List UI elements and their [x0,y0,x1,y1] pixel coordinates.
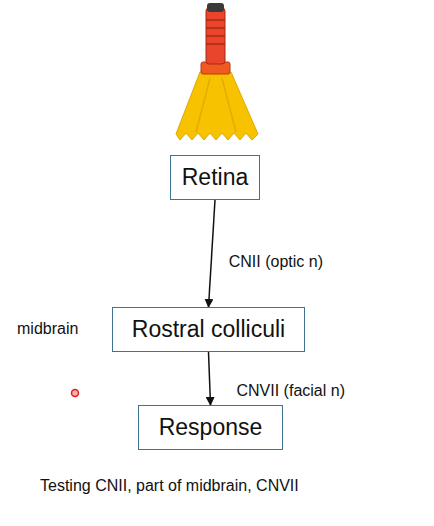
node-text: Response [159,414,263,441]
arrow-connector [209,352,211,405]
bristle-line [196,78,210,132]
bristle-line [222,78,236,132]
handle-band [206,43,225,45]
process-box: Rostral colliculi [112,307,305,352]
nerve-label: CNVII (facial n) [237,382,345,400]
process-box: Retina [170,155,260,200]
broom-handle [206,8,225,64]
arrow-connector [209,200,216,307]
pointer-dot [72,390,79,397]
process-box: Response [138,405,283,450]
nerve-label: CNII (optic n) [229,253,323,271]
broom-cap [207,3,224,12]
figure-caption: Testing CNII, part of midbrain, CNVII [40,477,299,495]
handle-band [206,27,225,29]
broom-illustration [176,3,258,140]
node-text: Rostral colliculi [132,316,285,343]
handle-band [206,35,225,37]
region-label: midbrain [17,320,78,338]
node-text: Retina [182,164,248,191]
handle-band [206,19,225,21]
broom-bristles [176,72,258,140]
connector-layer [209,200,216,405]
